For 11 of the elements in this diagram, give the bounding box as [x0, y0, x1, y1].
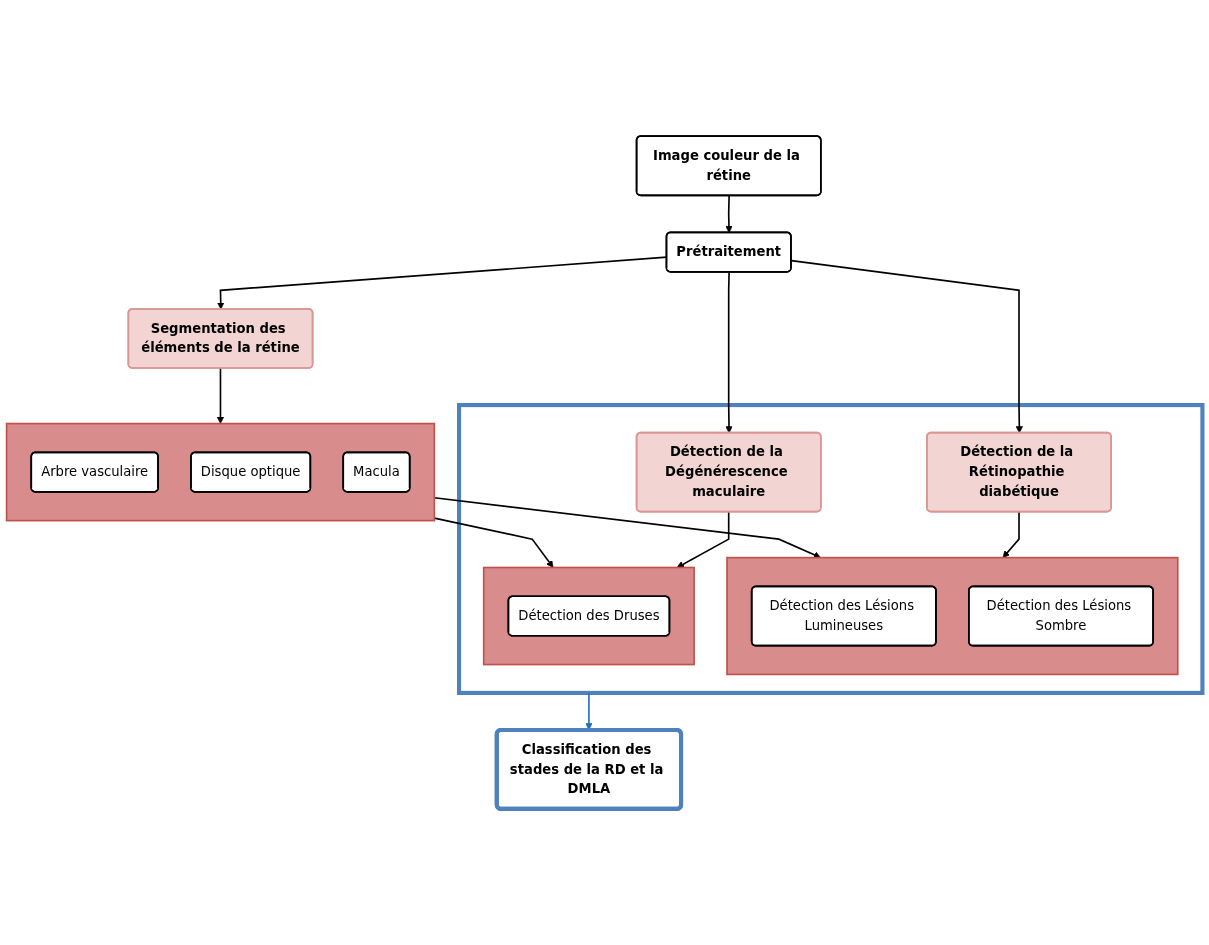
arrow: [790, 259, 1023, 434]
arrow: [216, 367, 225, 424]
arrow: [725, 194, 733, 234]
cluster: [726, 556, 1179, 676]
arrow: [1002, 510, 1020, 558]
arrow: [433, 517, 554, 568]
cluster: [5, 422, 436, 522]
cluster: [457, 403, 1205, 695]
cluster: [482, 566, 695, 666]
arrow: [676, 510, 730, 568]
arrow: [725, 271, 733, 434]
